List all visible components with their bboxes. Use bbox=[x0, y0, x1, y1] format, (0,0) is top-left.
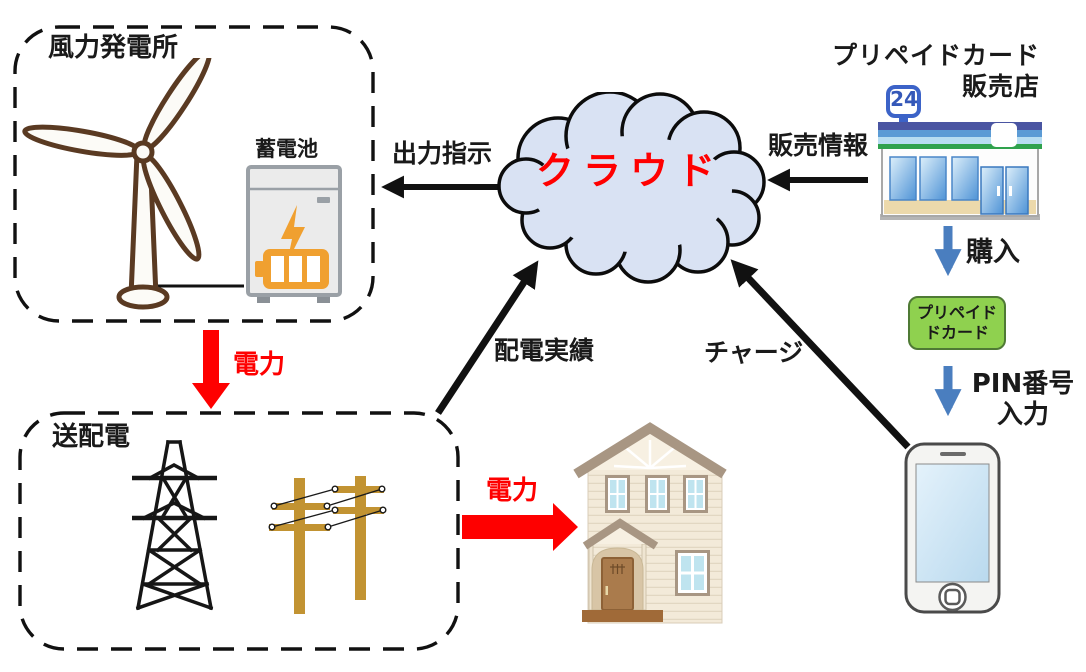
house-porch bbox=[582, 518, 663, 622]
distribution-record-label: 配電実績 bbox=[494, 336, 595, 365]
lightning-bolt-icon bbox=[281, 205, 305, 263]
smartphone-icon bbox=[904, 442, 1001, 614]
cloud-label: クラウド bbox=[535, 149, 724, 193]
purchase-label: 購入 bbox=[966, 237, 1020, 268]
power-label-wind-to-grid: 電力 bbox=[233, 350, 286, 380]
store-windows bbox=[889, 156, 979, 201]
charge-label: チャージ bbox=[704, 338, 804, 367]
battery-icon bbox=[246, 165, 342, 303]
arrow-power-down bbox=[192, 330, 230, 409]
utility-poles-icon bbox=[268, 476, 387, 614]
prepaid-card-line2: ドカード bbox=[924, 323, 989, 342]
wind-turbine-icon bbox=[22, 58, 212, 310]
arrow-distribution-record bbox=[435, 260, 539, 415]
house-upper-windows bbox=[605, 475, 708, 513]
output-instruction-label: 出力指示 bbox=[392, 139, 493, 168]
store-awning bbox=[878, 122, 1042, 149]
convenience-store-icon bbox=[878, 85, 1042, 220]
battery-label: 蓄電池 bbox=[255, 137, 318, 161]
wind-plant-group-box bbox=[13, 25, 375, 323]
house-lower-window bbox=[675, 550, 710, 596]
sales-info-label: 販売情報 bbox=[768, 131, 869, 160]
arrow-charge bbox=[730, 259, 911, 450]
prepaid-card-line1: プリペイド bbox=[916, 303, 997, 322]
store-name-line2: 販売店 bbox=[961, 72, 1040, 101]
grid-group-box bbox=[18, 411, 460, 651]
power-label-grid-to-house: 電力 bbox=[486, 476, 539, 506]
cloud-icon bbox=[497, 92, 766, 284]
pin-entry-label: PIN番号 入力 bbox=[971, 369, 1075, 430]
transmission-tower-icon bbox=[132, 439, 217, 611]
store-24h-sign bbox=[886, 85, 921, 118]
phone-home-button bbox=[938, 582, 967, 612]
store-door bbox=[980, 166, 1029, 215]
house-icon bbox=[573, 422, 727, 624]
phone-speaker bbox=[940, 452, 966, 456]
phone-screen bbox=[915, 463, 990, 583]
wind-plant-label: 風力発電所 bbox=[48, 33, 179, 63]
store-name-line1: プリペイドカード bbox=[831, 41, 1040, 70]
store-sign-24-label: 24 bbox=[890, 87, 918, 111]
store-name-label: プリペイドカード 販売店 bbox=[790, 40, 1040, 102]
grid-label: 送配電 bbox=[52, 422, 131, 452]
arrow-power-right bbox=[462, 503, 578, 551]
prepaid-card-node: プリペイド ドカード bbox=[908, 296, 1006, 350]
